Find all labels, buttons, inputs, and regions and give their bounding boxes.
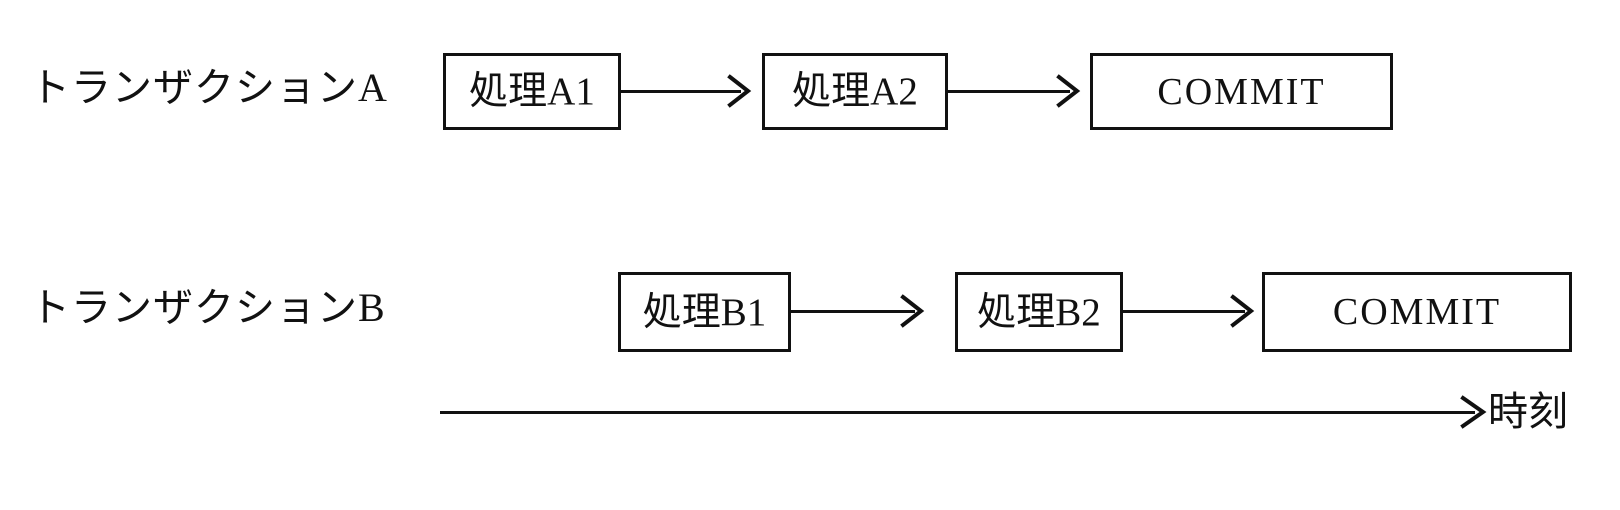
node-commit-b[interactable]: COMMIT — [1262, 272, 1572, 352]
node-process-a2[interactable]: 処理A2 — [762, 53, 948, 130]
row-label-transaction-a: トランザクションA — [30, 65, 388, 110]
node-process-b1[interactable]: 処理B1 — [618, 272, 791, 352]
connector-a2-to-commit — [948, 90, 1070, 93]
node-process-b2[interactable]: 処理B2 — [955, 272, 1123, 352]
node-process-a1[interactable]: 処理A1 — [443, 53, 621, 130]
connector-b2-to-commit — [1123, 310, 1245, 313]
connector-a1-to-a2 — [621, 90, 741, 93]
connector-b1-to-b2 — [791, 310, 915, 313]
time-axis-label: 時刻 — [1488, 389, 1568, 434]
node-commit-a[interactable]: COMMIT — [1090, 53, 1393, 130]
row-label-transaction-b: トランザクションB — [30, 285, 386, 330]
time-axis-line — [440, 411, 1475, 414]
